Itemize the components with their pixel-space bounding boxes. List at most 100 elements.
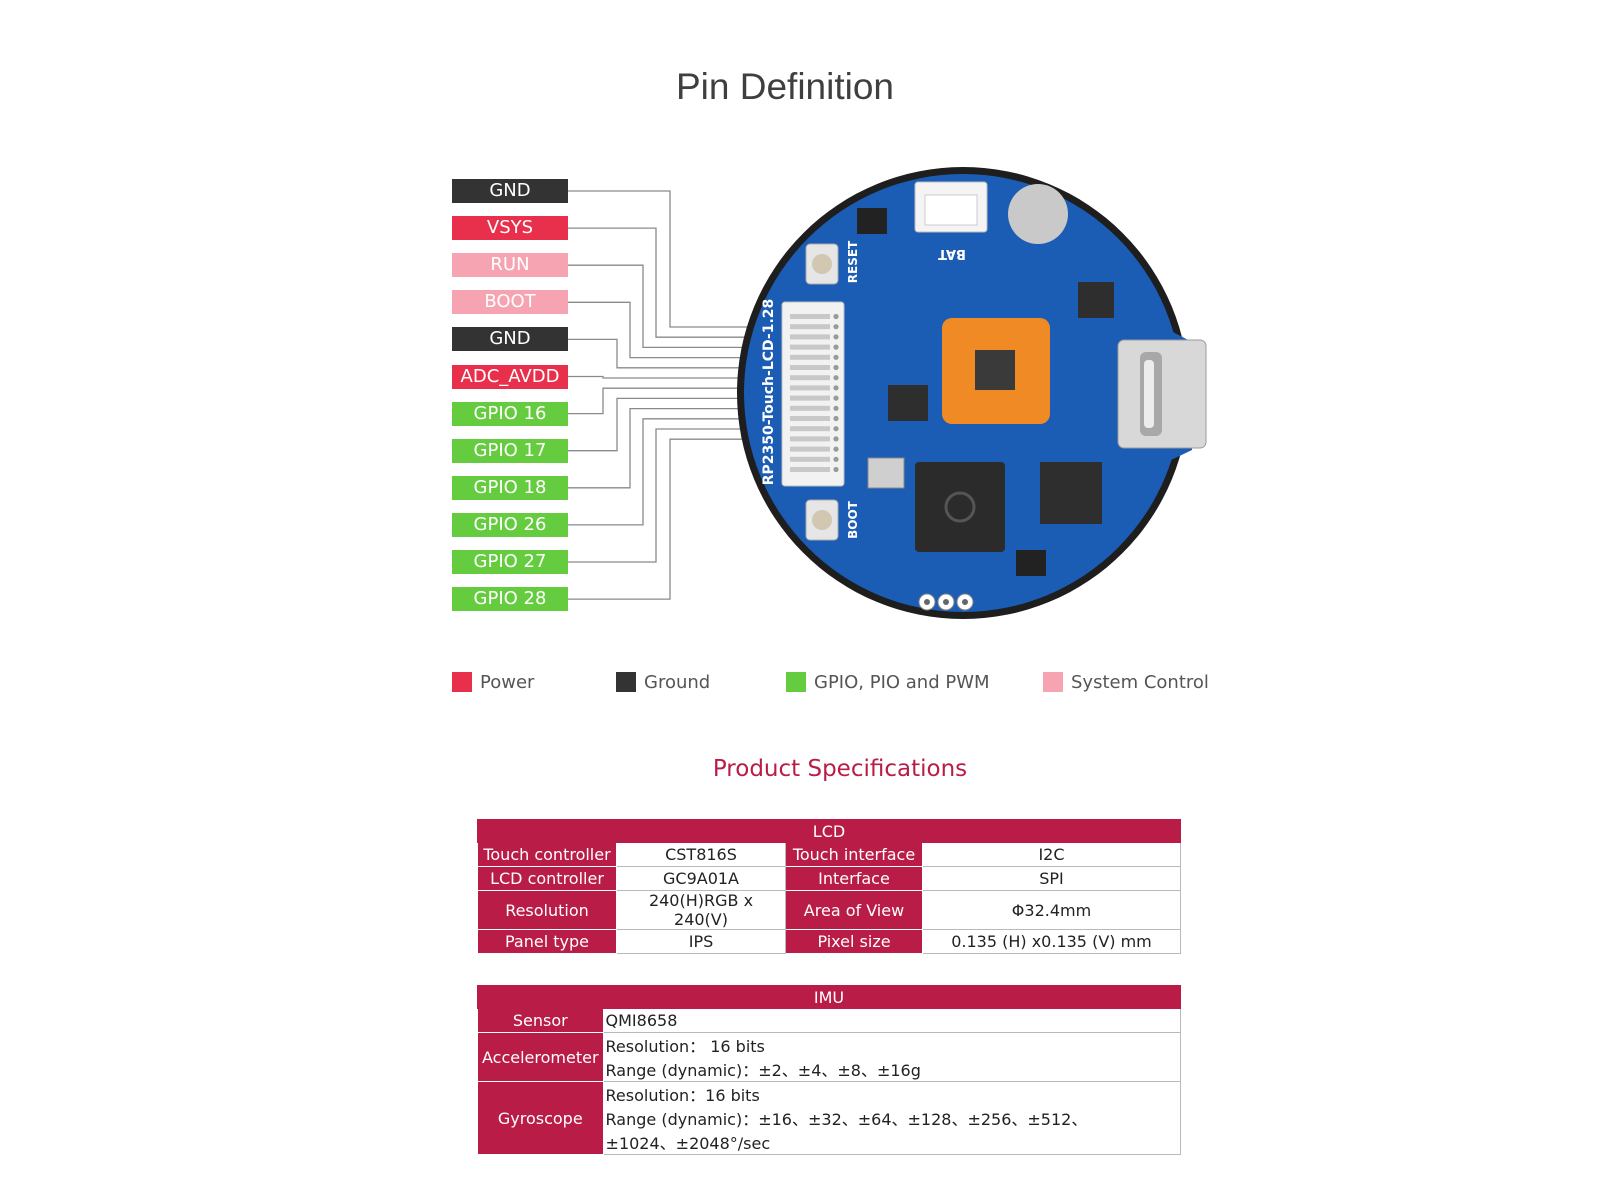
table-cell: IPS [616, 929, 786, 954]
fpc-contact [790, 467, 830, 472]
fpc-contact [790, 436, 830, 442]
table-row: Touch controller CST816S Touch interface… [477, 842, 1181, 867]
table-row: Accelerometer Resolution： 16 bits Range … [477, 1032, 1182, 1082]
table-cell: QMI8658 [602, 1008, 1182, 1033]
pin-label: GPIO 17 [452, 438, 568, 463]
leader-line [568, 264, 782, 349]
leader-line [568, 387, 782, 415]
fpc-pins [790, 313, 839, 473]
leader-line [568, 407, 782, 489]
boot-silk-label: BOOT [846, 500, 860, 539]
fpc-solder-point [833, 324, 839, 330]
fpc-solder-point [833, 436, 839, 442]
table-header-cell: LCD controller [477, 866, 617, 891]
fpc-solder-point [833, 426, 839, 432]
fpc-solder-point [833, 344, 839, 350]
table-cell: I2C [922, 842, 1181, 867]
table-header-cell: Resolution [477, 890, 617, 930]
flash-chip [1040, 462, 1102, 524]
board: RP2350-Touch-LCD-1.28 RESET BOOT BAT [737, 167, 1207, 619]
pin-label: ADC_AVDD [452, 364, 568, 389]
pin-label: GND [452, 179, 568, 203]
table-cell: CST816S [616, 842, 786, 867]
leader-line [568, 375, 782, 379]
leader-line [568, 428, 782, 563]
pin-label: BOOT [452, 290, 568, 315]
fpc-contact [790, 324, 830, 330]
legend-swatch [786, 672, 806, 692]
leader-line [568, 438, 782, 600]
table-row: LCD controller GC9A01A Interface SPI [477, 866, 1181, 891]
bat-silk-label: BAT [938, 246, 966, 261]
legend-swatch [616, 672, 636, 692]
table-cell: 240(H)RGB x 240(V) [616, 890, 786, 930]
small-ic [1016, 550, 1046, 576]
table-header-cell: Accelerometer [477, 1032, 604, 1082]
table-row: Gyroscope Resolution：16 bits Range (dyna… [477, 1081, 1182, 1155]
fpc-solder-point [833, 375, 839, 381]
pin-label: GND [452, 327, 568, 352]
leader-line [568, 418, 782, 526]
lcd-spec-table: LCD Touch controller CST816S Touch inter… [477, 819, 1181, 954]
spec-heading: Product Specifications [712, 756, 968, 782]
legend-item: Power [452, 670, 534, 694]
table-cell: Resolution：16 bits Range (dynamic)：±16、±… [602, 1081, 1182, 1155]
fpc-solder-point [833, 456, 839, 462]
fpc-contact [790, 395, 830, 401]
gyro-resolution: Resolution：16 bits [605, 1086, 760, 1105]
fpc-contact [790, 334, 830, 340]
legend-swatch [452, 672, 472, 692]
table-header-cell: Interface [785, 866, 923, 891]
accel-range: Range (dynamic)：±2、±4、±8、±16g [605, 1061, 921, 1080]
table-cell: GC9A01A [616, 866, 786, 891]
fpc-contact [790, 416, 830, 421]
test-points [918, 593, 974, 611]
pin-label: GPIO 27 [452, 550, 568, 574]
leader-line [568, 397, 782, 452]
leader-lines [568, 190, 782, 600]
gyro-range-cont: ±1024、±2048°/sec [605, 1134, 771, 1153]
fpc-contact [790, 354, 830, 360]
fpc-solder-point [833, 334, 839, 340]
fpc-solder-point [833, 405, 839, 411]
fpc-contact [790, 405, 830, 411]
fpc-solder-point [833, 385, 839, 391]
page-title: Pin Definition [675, 66, 894, 107]
fpc-contact [790, 365, 830, 370]
legend-item: System Control [1043, 670, 1209, 694]
fpc-contact [790, 446, 830, 452]
fpc-solder-point [833, 466, 839, 473]
table-header-cell: Touch controller [477, 842, 617, 867]
accel-resolution: Resolution： 16 bits [605, 1037, 765, 1056]
legend-label: GPIO, PIO and PWM [814, 671, 990, 693]
table-cell: Resolution： 16 bits Range (dynamic)：±2、±… [602, 1032, 1182, 1082]
table-cell: Φ32.4mm [922, 890, 1181, 930]
leader-line [568, 227, 782, 338]
pin-label: GPIO 28 [452, 587, 568, 612]
table-row: Resolution 240(H)RGB x 240(V) Area of Vi… [477, 890, 1181, 930]
fpc-solder-point [833, 354, 839, 360]
regulator-chip [1078, 282, 1114, 318]
pin-label: GPIO 26 [452, 512, 568, 537]
table-header-cell: Panel type [477, 929, 617, 954]
fpc-solder-point [833, 313, 839, 320]
imu-table-title: IMU [477, 985, 1181, 1009]
rp2350-chip [915, 462, 1005, 552]
legend-item: Ground [616, 670, 710, 694]
fpc-contact [790, 375, 830, 381]
pin-label: GPIO 18 [452, 475, 568, 500]
table-header-cell: Area of View [785, 890, 923, 930]
fpc-contact [790, 456, 830, 462]
raspberry-logo-icon [944, 491, 976, 523]
legend-label: Ground [644, 671, 711, 693]
leader-line [568, 190, 782, 328]
touch-controller-chip [975, 350, 1015, 390]
table-row: Sensor QMI8658 [477, 1008, 1182, 1033]
pin-label: VSYS [452, 216, 568, 241]
reset-silk-label: RESET [846, 240, 860, 283]
crystal [867, 457, 905, 489]
legend-label: System Control [1071, 671, 1209, 693]
table-header-cell: Sensor [477, 1008, 604, 1033]
imu-chip [888, 385, 928, 421]
legend-label: Power [480, 671, 535, 693]
